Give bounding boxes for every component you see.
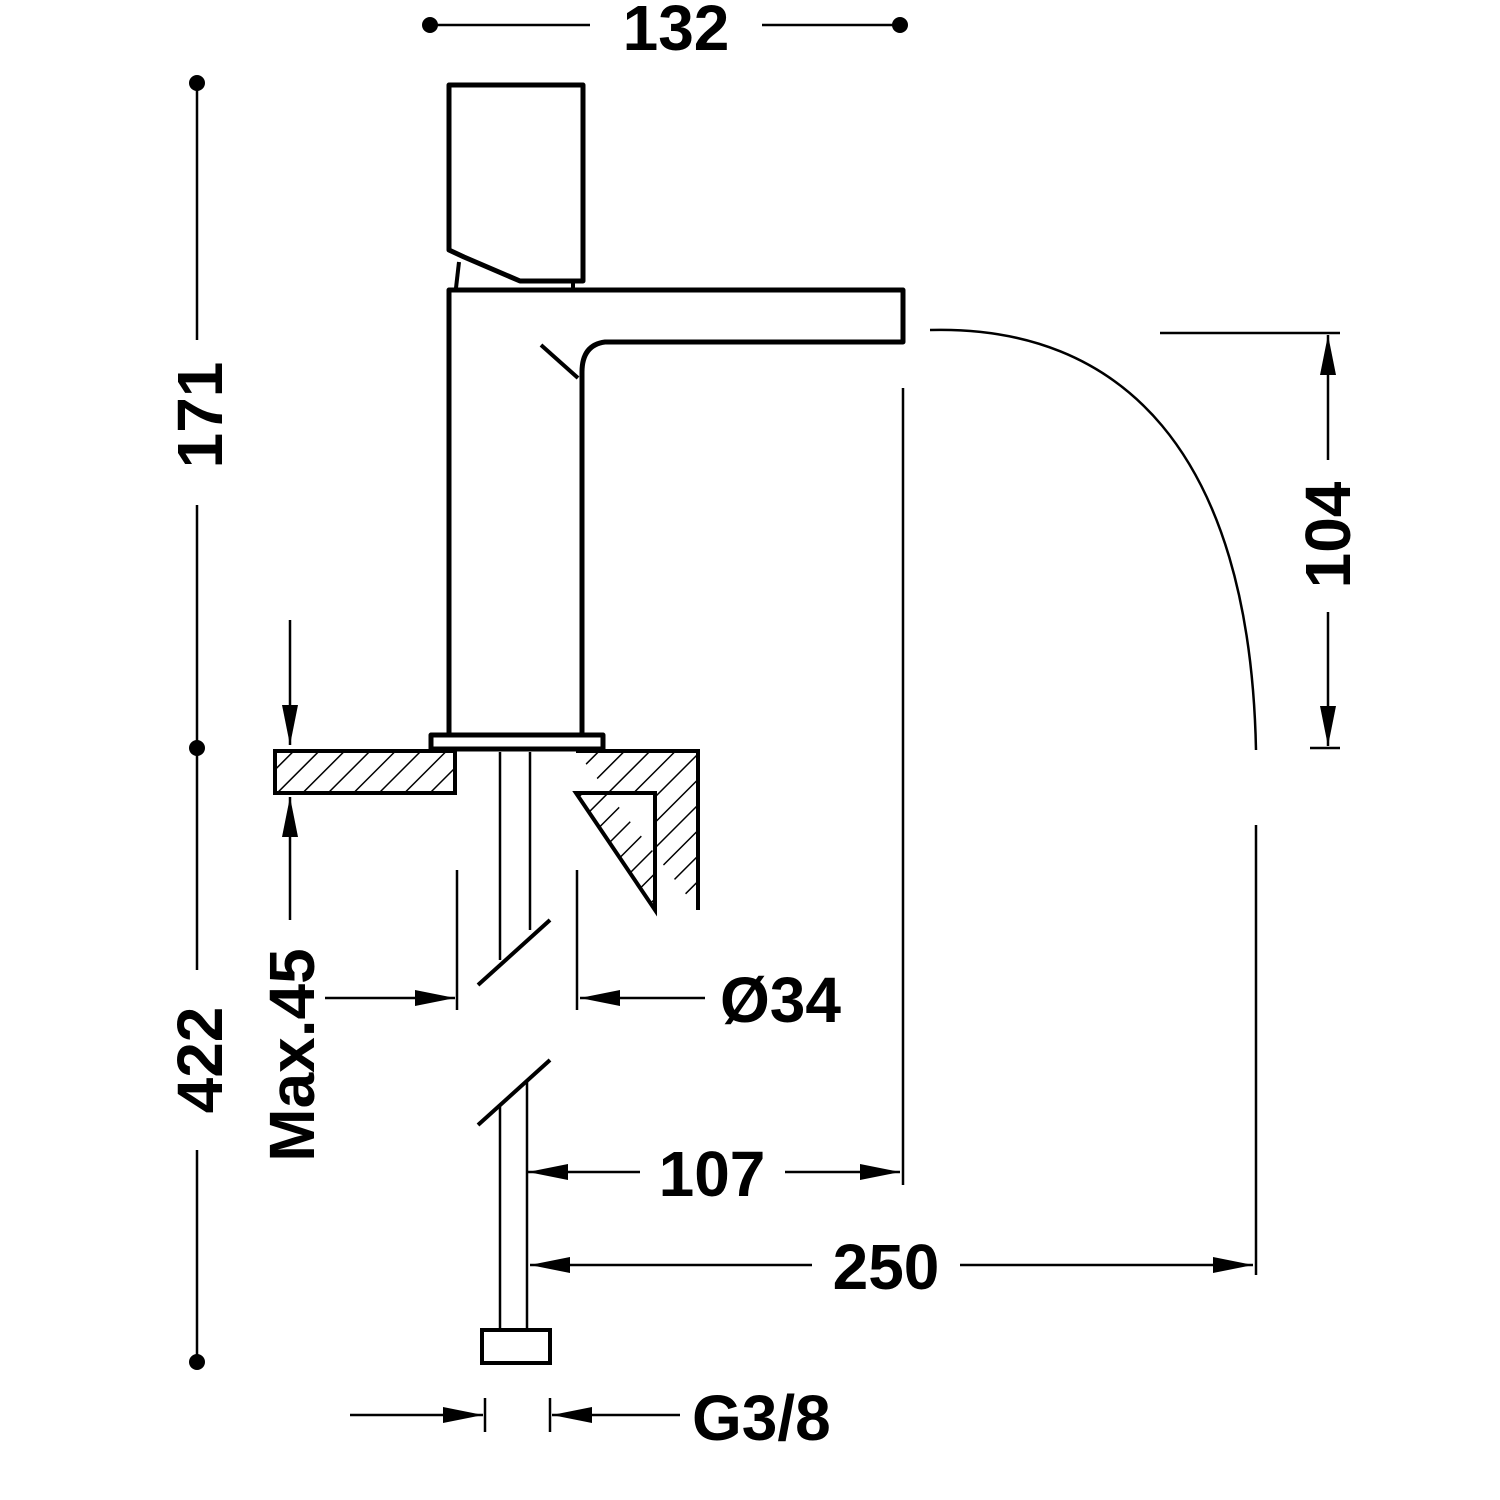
dimension-max45: Max.45	[256, 620, 328, 1162]
countertop	[273, 745, 700, 917]
supply-pipe	[476, 752, 552, 1365]
faucet-body	[446, 287, 906, 733]
dim-171-label: 171	[164, 362, 236, 469]
dimension-250: 250	[530, 1231, 1253, 1303]
dim-104-label: 104	[1292, 481, 1364, 588]
dimension-104: 104	[1292, 335, 1364, 746]
dim-connection-label: G3/8	[692, 1382, 831, 1454]
dimension-left: 171 422	[164, 75, 236, 1370]
handle	[446, 82, 586, 284]
dim-250-label: 250	[833, 1231, 940, 1303]
dimension-diameter: Ø34	[325, 964, 841, 1036]
dim-max45-label: Max.45	[256, 948, 328, 1161]
faucet	[428, 82, 906, 752]
dimension-132: 132	[422, 0, 908, 64]
dim-132-label: 132	[623, 0, 730, 64]
base-plate	[428, 732, 606, 752]
dim-422-label: 422	[164, 1007, 236, 1114]
dimension-107: 107	[528, 1138, 900, 1210]
water-jet-arc	[929, 328, 1258, 751]
dim-107-label: 107	[659, 1138, 766, 1210]
connection-nut	[480, 1328, 552, 1365]
dim-diameter-label: Ø34	[720, 964, 841, 1036]
dimension-connection: G3/8	[350, 1382, 831, 1454]
